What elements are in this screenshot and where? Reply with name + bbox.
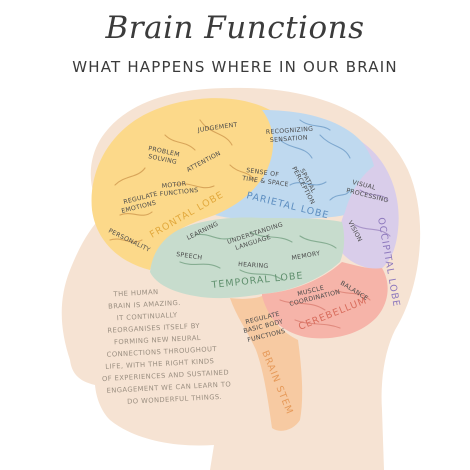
function-memory: MEMORY [291, 250, 321, 262]
function-motor: FUNCTIONS [159, 187, 198, 198]
function-speech: SPEECH [176, 251, 203, 262]
function-hearing: HEARING [238, 261, 269, 270]
function-recognizing-sensation: SENSATION [270, 134, 309, 144]
title: Brain Functions [105, 10, 365, 46]
function-motor: MOTOR [161, 180, 187, 190]
occipital-lobe [339, 142, 399, 270]
body-text-line: IT CONTINUALLY [117, 311, 179, 322]
function-recognizing-sensation: RECOGNIZING [266, 126, 314, 136]
brain-folds [109, 119, 391, 329]
brain-stem [230, 296, 303, 431]
function-sense-time-space: SENSE OF [246, 167, 280, 179]
cerebellum [262, 262, 388, 339]
body-text-line: BRAIN IS AMAZING. [108, 299, 181, 311]
temporal-lobe [150, 217, 345, 299]
body-text-line: THE HUMAN [112, 288, 158, 298]
parietal-lobe [215, 110, 375, 220]
subtitle: WHAT HAPPENS WHERE IN OUR BRAIN [72, 58, 398, 76]
